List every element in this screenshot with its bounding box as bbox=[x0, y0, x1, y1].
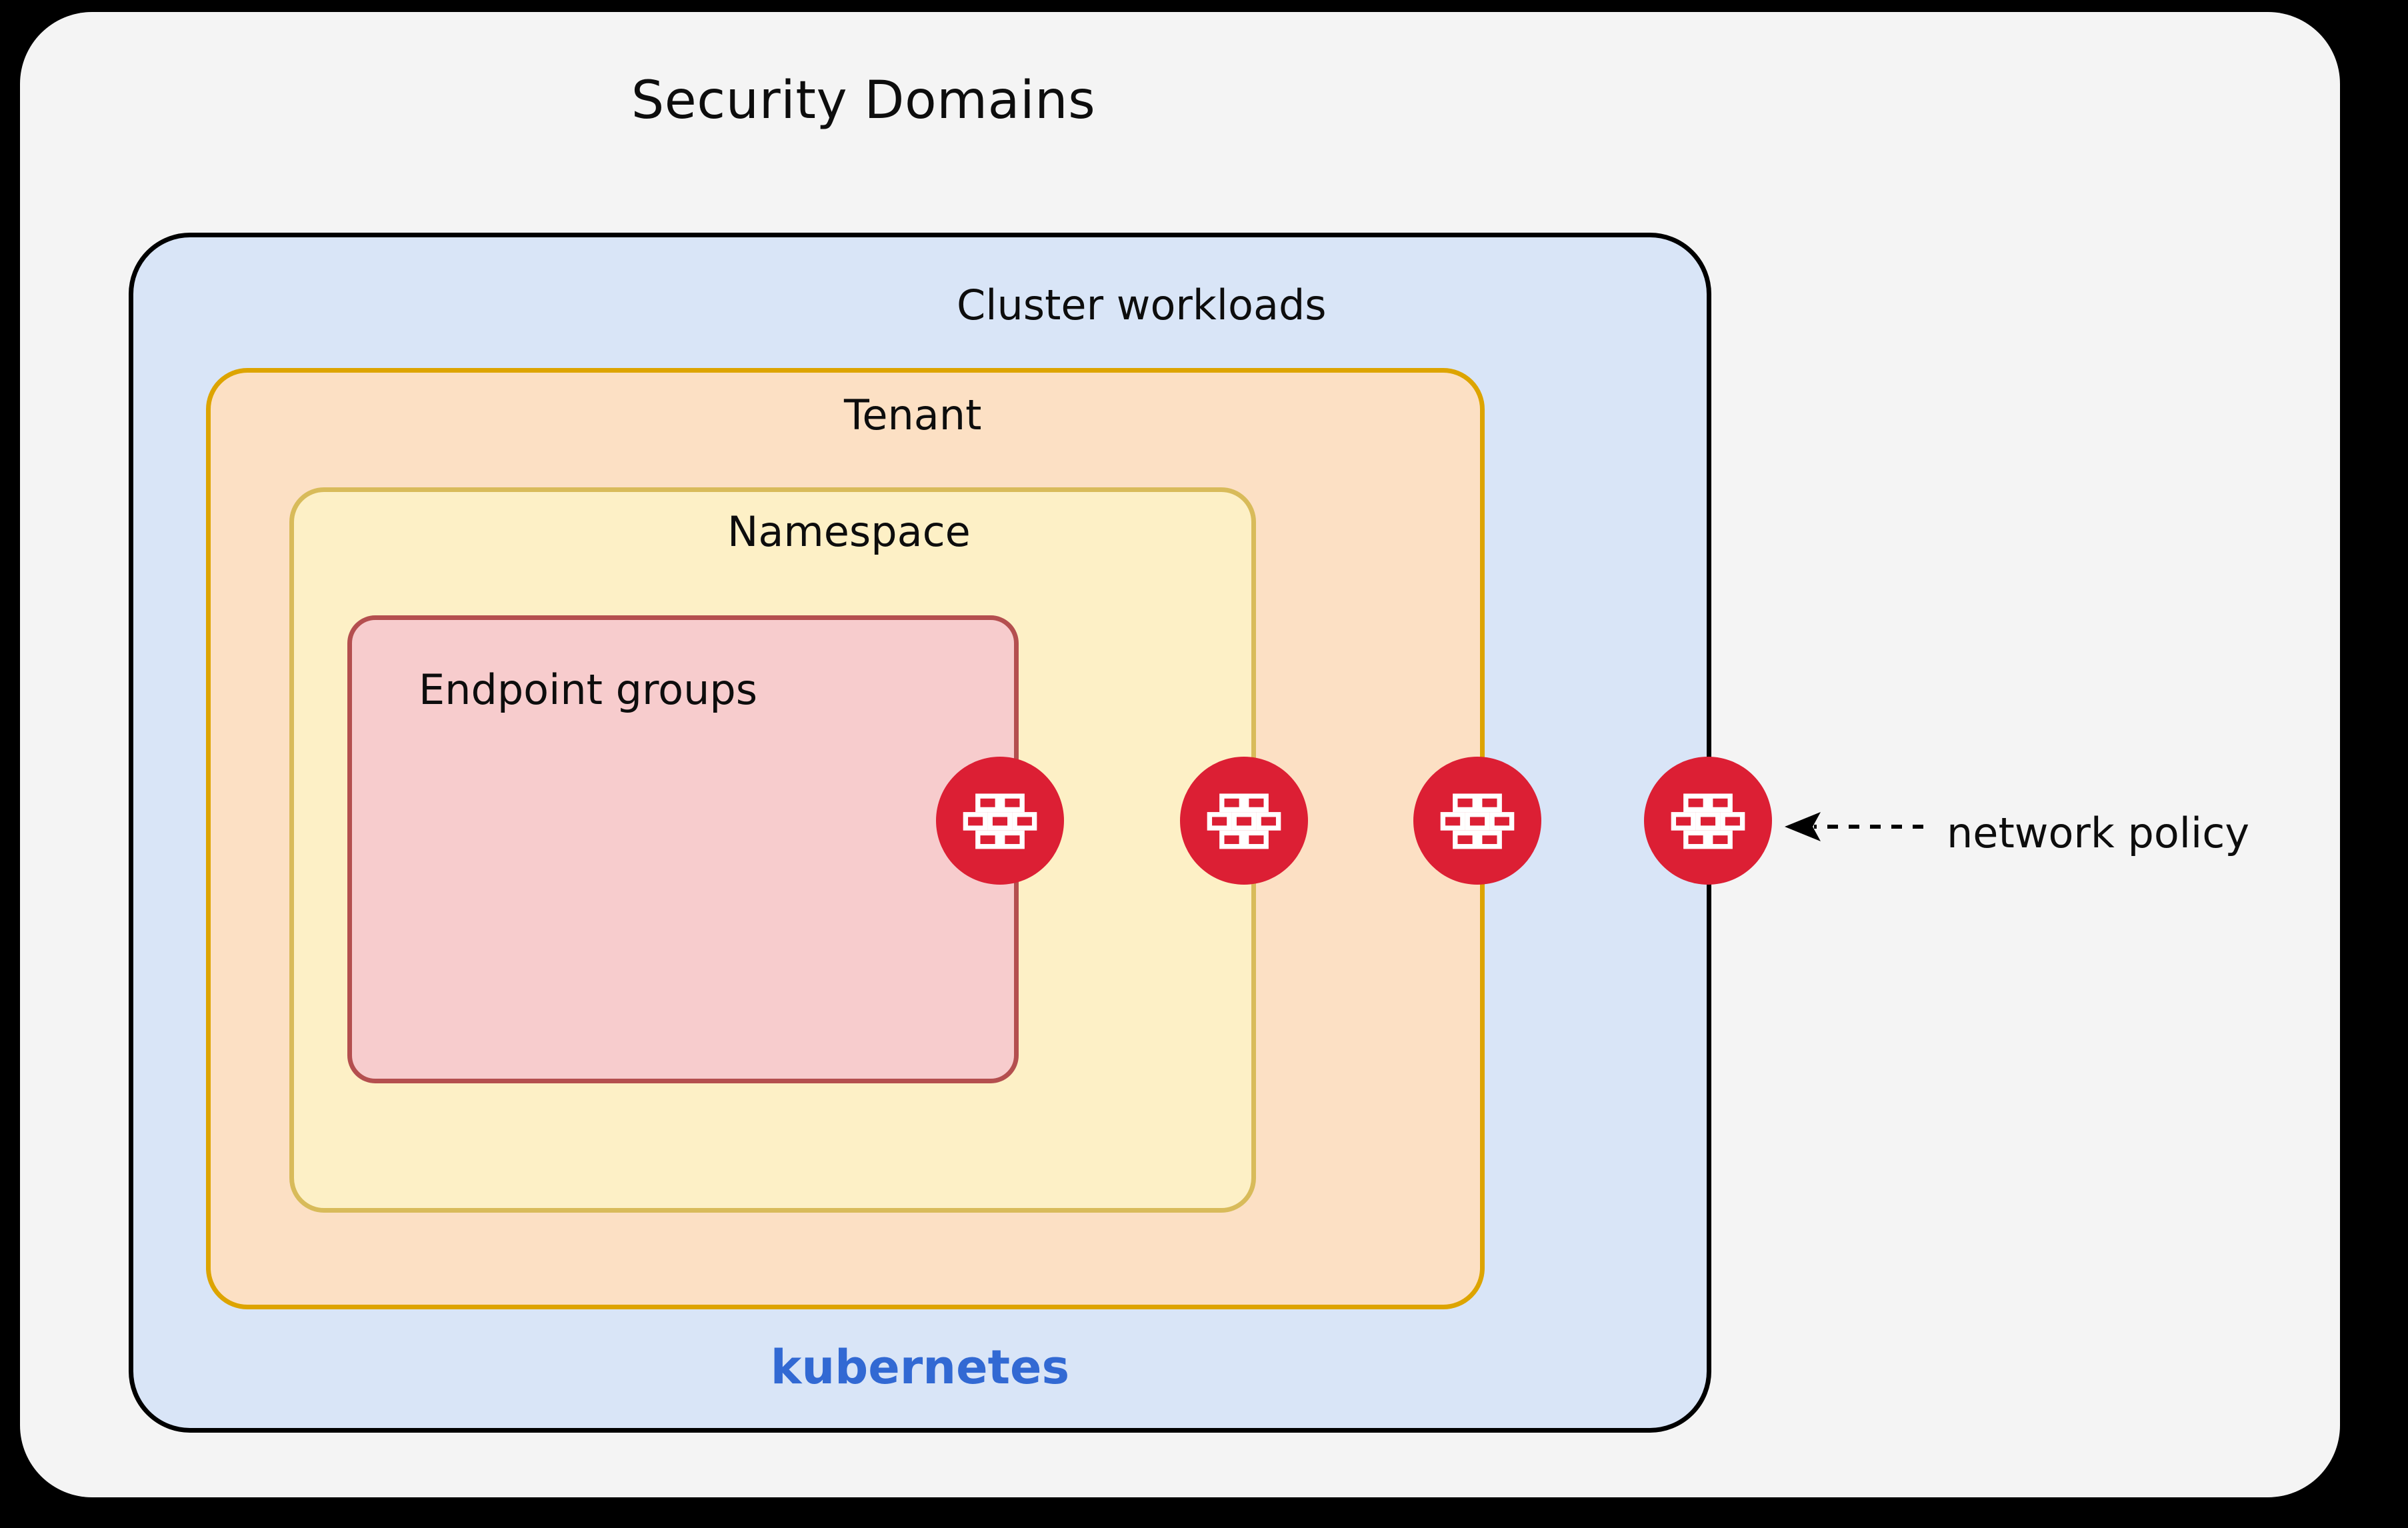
arrow-head-icon bbox=[1785, 812, 1821, 841]
firewall-icon-endpoint-boundary[interactable] bbox=[936, 757, 1064, 885]
network-policy-label: network policy bbox=[1947, 809, 2250, 857]
domain-box-tenant[interactable]: Endpoint groups Namespace Tenant bbox=[206, 368, 1485, 1309]
firewall-icon-tenant-boundary[interactable] bbox=[1413, 757, 1541, 885]
diagram-panel: Security Domains Endpoint groups Namespa… bbox=[20, 12, 2340, 1497]
firewall-brick-wall-icon bbox=[963, 793, 1037, 849]
firewall-brick-wall-icon bbox=[1440, 793, 1515, 849]
domain-box-cluster-workloads[interactable]: Endpoint groups Namespace Tenant Cluster… bbox=[129, 233, 1711, 1433]
firewall-icon-namespace-boundary[interactable] bbox=[1180, 757, 1308, 885]
page-title: Security Domains bbox=[631, 71, 1096, 131]
firewall-brick-wall-icon bbox=[1207, 793, 1281, 849]
network-policy-arrow bbox=[1783, 807, 1930, 847]
domain-label-endpoint-groups: Endpoint groups bbox=[419, 665, 758, 714]
firewall-brick-wall-icon bbox=[1671, 793, 1745, 849]
firewall-icon-cluster-boundary[interactable] bbox=[1644, 757, 1772, 885]
domain-box-endpoint-groups[interactable]: Endpoint groups bbox=[347, 615, 1019, 1083]
domain-label-cluster-workloads: Cluster workloads bbox=[957, 281, 1327, 329]
domain-label-tenant: Tenant bbox=[844, 391, 982, 439]
domain-box-namespace[interactable]: Endpoint groups Namespace bbox=[289, 487, 1256, 1213]
kubernetes-wordmark: kubernetes bbox=[770, 1340, 1070, 1395]
domain-label-namespace: Namespace bbox=[727, 507, 971, 556]
